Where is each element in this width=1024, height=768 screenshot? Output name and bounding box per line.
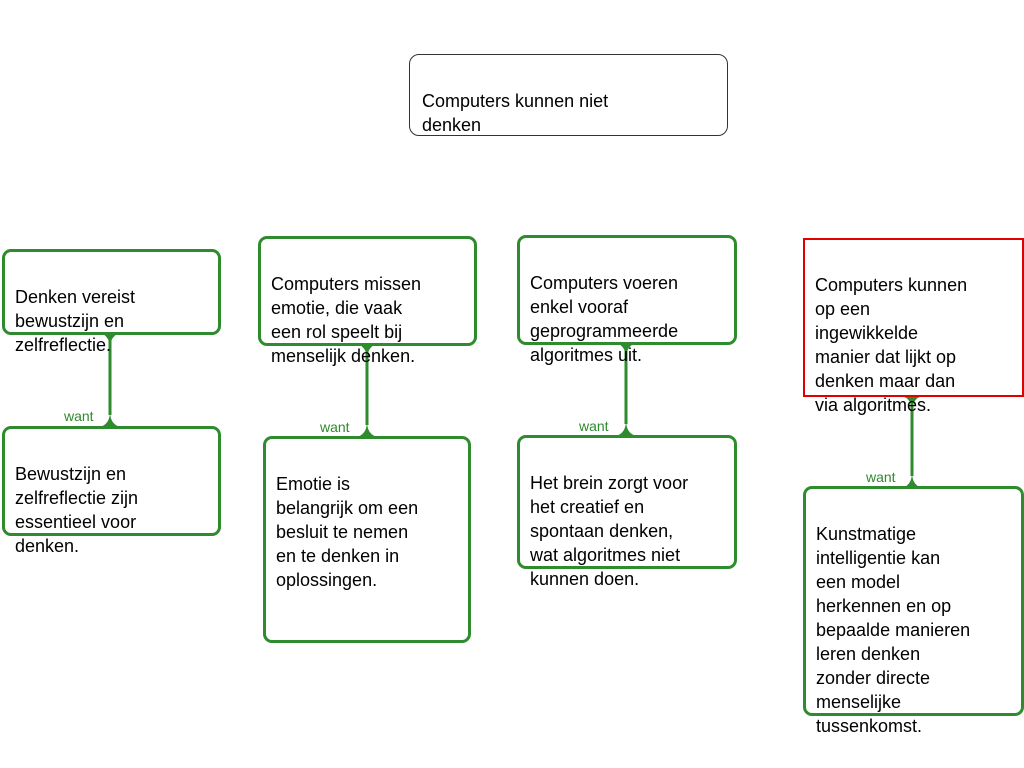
connector-flare-bottom bbox=[356, 421, 378, 437]
connector-label-want: want bbox=[579, 418, 609, 434]
main-claim-box[interactable]: Computers kunnen niet denken bbox=[409, 54, 728, 136]
reason-text: Denken vereist bewustzijn en zelfreflect… bbox=[15, 287, 136, 355]
reason-box[interactable]: Computers missen emotie, die vaak een ro… bbox=[258, 236, 477, 366]
reason-text: Computers kunnen op een ingewikkelde man… bbox=[815, 275, 968, 415]
connector-flare-bottom bbox=[99, 411, 121, 427]
support-text: Bewustzijn en zelfreflectie zijn essenti… bbox=[15, 464, 139, 556]
main-claim-text: Computers kunnen niet denken bbox=[422, 91, 609, 135]
reason-box-selected[interactable]: Computers kunnen op een ingewikkelde man… bbox=[803, 238, 1024, 415]
reason-box[interactable]: Computers voeren enkel vooraf geprogramm… bbox=[517, 235, 737, 365]
connector-label-want: want bbox=[866, 469, 896, 485]
connector-label-want: want bbox=[320, 419, 350, 435]
support-text: Het brein zorgt voor het creatief en spo… bbox=[530, 473, 689, 589]
support-box[interactable]: Kunstmatige intelligentie kan een model … bbox=[803, 486, 1024, 736]
connector-label-want: want bbox=[64, 408, 94, 424]
reason-text: Computers voeren enkel vooraf geprogramm… bbox=[530, 273, 679, 365]
support-box[interactable]: Het brein zorgt voor het creatief en spo… bbox=[517, 435, 737, 589]
reason-text: Computers missen emotie, die vaak een ro… bbox=[271, 274, 422, 366]
support-box[interactable]: Emotie is belangrijk om een besluit te n… bbox=[263, 436, 471, 643]
support-text: Kunstmatige intelligentie kan een model … bbox=[816, 524, 971, 736]
support-text: Emotie is belangrijk om een besluit te n… bbox=[276, 474, 419, 590]
connector-flare-bottom bbox=[615, 420, 637, 436]
reason-box[interactable]: Denken vereist bewustzijn en zelfreflect… bbox=[2, 249, 221, 355]
support-box[interactable]: Bewustzijn en zelfreflectie zijn essenti… bbox=[2, 426, 221, 556]
